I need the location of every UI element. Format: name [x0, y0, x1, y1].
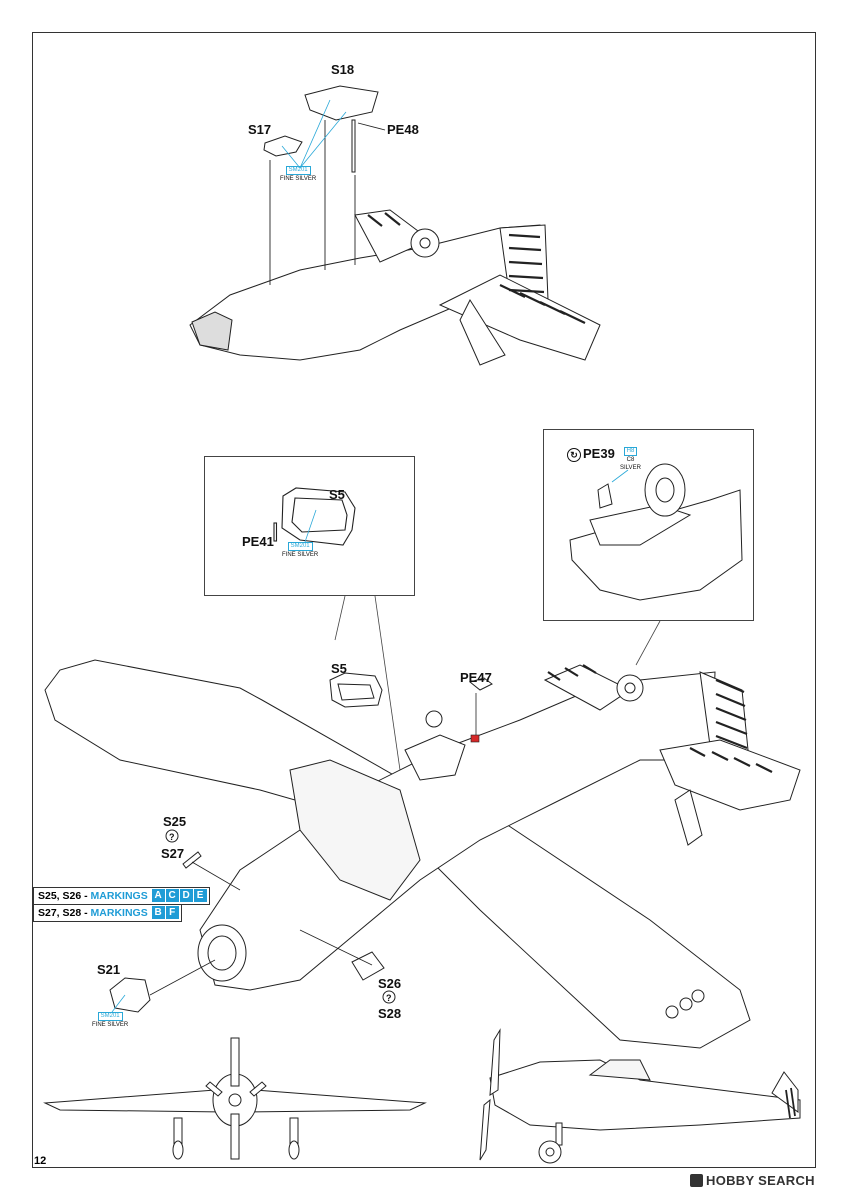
part-label-pe48: PE48 — [387, 122, 419, 137]
paint-name: FINE SILVER — [280, 176, 317, 182]
watermark-text: HOBBY SEARCH — [706, 1173, 815, 1188]
part-label-pe39: ↻PE39 — [567, 446, 615, 462]
paint-name: FINE SILVER — [92, 1022, 129, 1028]
paint-code: SM201 — [285, 166, 311, 175]
paint-code: SM201 — [287, 542, 313, 551]
paint-code-c8: C8 — [626, 457, 635, 463]
marking-letter-f: F — [165, 906, 179, 919]
part-label-s27: S27 — [161, 846, 185, 861]
markings-parts: S25, S26 - — [38, 890, 91, 902]
paint-name-silver: SILVER — [620, 465, 641, 471]
part-label-s26: S26 — [378, 976, 402, 991]
marking-letter-e: E — [193, 889, 207, 902]
markings-word: MARKINGS — [90, 890, 148, 902]
part-label-pe41: PE41 — [242, 534, 274, 549]
marking-letter-c: C — [165, 889, 179, 902]
paint-code: SM201 — [97, 1012, 123, 1021]
part-label-s18: S18 — [331, 62, 355, 77]
marking-letter-d: D — [179, 889, 193, 902]
part-label-s21: S21 — [97, 962, 121, 977]
paint-code-h8: H8 — [623, 447, 638, 456]
note-icon: ? — [169, 832, 175, 842]
hobby-search-logo-icon — [690, 1174, 703, 1187]
markings-word: MARKINGS — [90, 907, 148, 919]
paint-name: FINE SILVER — [282, 552, 319, 558]
marking-letter-b: B — [151, 906, 165, 919]
part-label-s5: S5 — [331, 661, 347, 676]
markings-parts: S27, S28 - — [38, 907, 91, 919]
red-marker — [470, 734, 480, 743]
pe39-text: PE39 — [583, 446, 615, 461]
part-label-s25: S25 — [163, 814, 187, 829]
marking-letter-a: A — [151, 889, 165, 902]
part-label-pe47: PE47 — [460, 670, 492, 685]
page-number: 12 — [34, 1155, 47, 1167]
paint-callout-top: SM201 FINE SILVER — [280, 166, 316, 183]
part-label-s17: S17 — [248, 122, 272, 137]
part-label-s5-inset: S5 — [329, 487, 345, 502]
paint-callout-inset: SM201 FINE SILVER — [282, 542, 318, 559]
note-icon: ? — [386, 993, 392, 1003]
watermark: HOBBY SEARCH — [690, 1173, 815, 1188]
paint-callout-s21: SM201 FINE SILVER — [92, 1012, 128, 1029]
fold-symbol-icon: ↻ — [567, 448, 581, 462]
page-border — [32, 32, 816, 1168]
part-label-s28: S28 — [378, 1006, 402, 1021]
paint-callout-pe39: H8 C8 SILVER — [620, 447, 641, 472]
